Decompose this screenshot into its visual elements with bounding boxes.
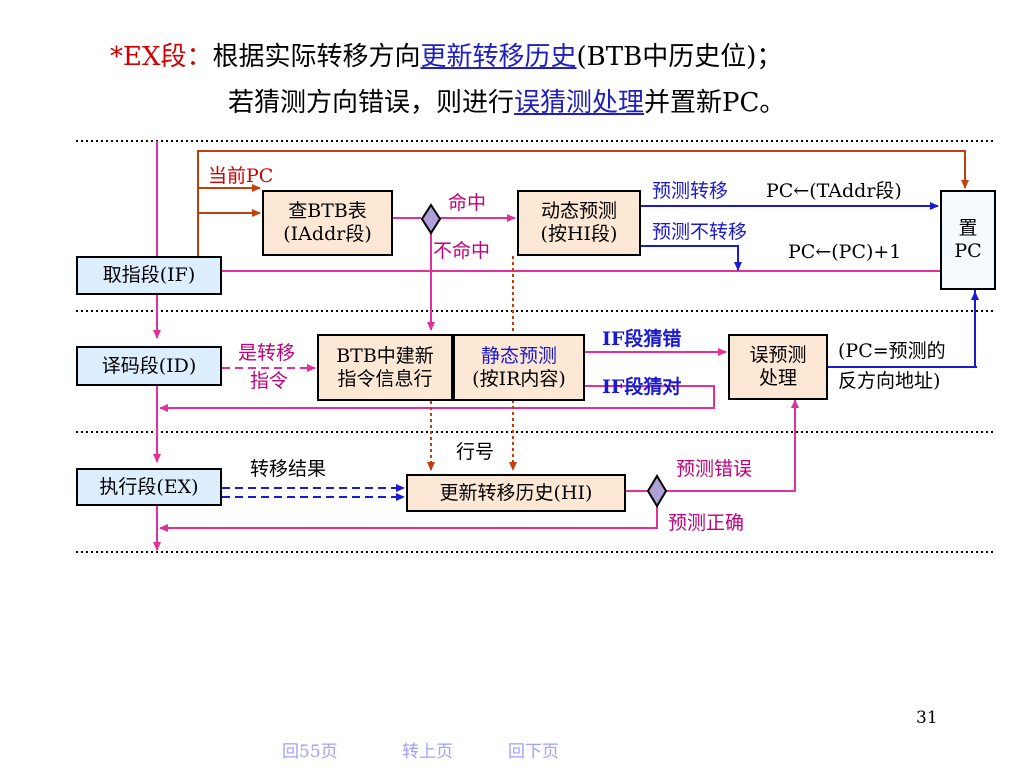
static-predict-line2: (按IR内容)	[472, 367, 566, 390]
set-pc-line2: PC	[954, 240, 982, 262]
btb-lookup-line2: (IAddr段)	[283, 223, 372, 245]
pc-taddr-label: PC←(TAddr段)	[766, 180, 902, 202]
ex-stage-prefix: *EX段：	[110, 42, 213, 72]
back-to-page55-link[interactable]: 回55页	[282, 742, 338, 762]
mispredict-line2: 处理	[758, 367, 797, 389]
previous-page-link[interactable]: 转上页	[402, 742, 453, 762]
btb-new-line1: BTB中建新	[336, 344, 434, 367]
mispredict-handling-box: 误预测 处理	[728, 334, 828, 400]
pc-reverse-line1: (PC=预测的	[838, 340, 946, 362]
dynamic-predict-line1: 动态预测	[540, 200, 617, 222]
set-pc-line1: 置	[958, 217, 978, 239]
hit-decision-diamond	[420, 203, 442, 235]
is-branch-label-line2: 指令	[250, 370, 289, 392]
header-line2: 若猜测方向错误，则进行误猜测处理并置新PC。	[228, 82, 785, 119]
branch-result-label: 转移结果	[250, 458, 327, 480]
predict-correct-label: 预测正确	[668, 512, 745, 534]
dynamic-predict-box: 动态预测 (按HI段)	[517, 190, 641, 256]
id-stage-box: 译码段(ID)	[76, 346, 222, 386]
header-line1-suffix: (BTB中历史位)；	[576, 42, 783, 72]
pc-plus1-label: PC←(PC)+1	[788, 241, 902, 263]
if-stage-box: 取指段(IF)	[76, 256, 222, 295]
blue-connectors	[222, 202, 979, 501]
predict-taken-label: 预测转移	[652, 180, 729, 202]
if-stage-label: 取指段(IF)	[102, 264, 196, 286]
next-page-link[interactable]: 回下页	[508, 742, 559, 762]
btb-new-entry-box: BTB中建新 指令信息行	[317, 334, 453, 401]
magenta-connectors	[153, 141, 966, 551]
update-history-label: 更新转移历史(HI)	[439, 481, 593, 504]
static-predict-box: 静态预测 (按IR内容)	[453, 334, 585, 401]
miss-label: 不命中	[433, 240, 491, 262]
header-line1-text: 根据实际转移方向	[212, 42, 421, 72]
predict-not-taken-label: 预测不转移	[652, 221, 748, 243]
pc-reverse-line2: 反方向地址)	[838, 370, 941, 392]
current-pc-label: 当前PC	[208, 165, 274, 187]
is-branch-label-line1: 是转移	[238, 342, 296, 364]
mispredict-line1: 误预测	[749, 344, 807, 366]
if-right-label: IF段猜对	[602, 376, 682, 398]
if-wrong-label: IF段猜错	[602, 328, 682, 350]
page-number: 31	[916, 708, 938, 728]
id-stage-label: 译码段(ID)	[101, 354, 197, 377]
predict-result-diamond	[646, 474, 668, 508]
dynamic-predict-line2: (按HI段)	[540, 223, 618, 245]
header-line2-text: 若猜测方向错误，则进行	[228, 88, 515, 118]
line-number-label: 行号	[456, 441, 495, 463]
predict-error-label: 预测错误	[676, 458, 753, 480]
btb-lookup-line1: 查BTB表	[288, 200, 367, 222]
set-pc-box: 置 PC	[940, 190, 996, 290]
header-line1: *EX段：根据实际转移方向更新转移历史(BTB中历史位)；	[110, 36, 782, 73]
header-line2-suffix: 并置新PC。	[644, 88, 786, 118]
mispredict-handling-link[interactable]: 误猜测处理	[514, 88, 645, 118]
btb-lookup-box: 查BTB表 (IAddr段)	[262, 190, 393, 256]
static-predict-line1: 静态预测	[480, 344, 557, 367]
ex-stage-label: 执行段(EX)	[99, 475, 199, 498]
stage-separators	[76, 140, 996, 553]
current-pc-connectors	[197, 150, 969, 471]
update-history-box: 更新转移历史(HI)	[406, 474, 626, 512]
btb-new-line2: 指令信息行	[337, 367, 433, 390]
ex-stage-box: 执行段(EX)	[76, 468, 222, 506]
hit-label: 命中	[448, 192, 487, 214]
update-history-link[interactable]: 更新转移历史	[420, 42, 577, 72]
